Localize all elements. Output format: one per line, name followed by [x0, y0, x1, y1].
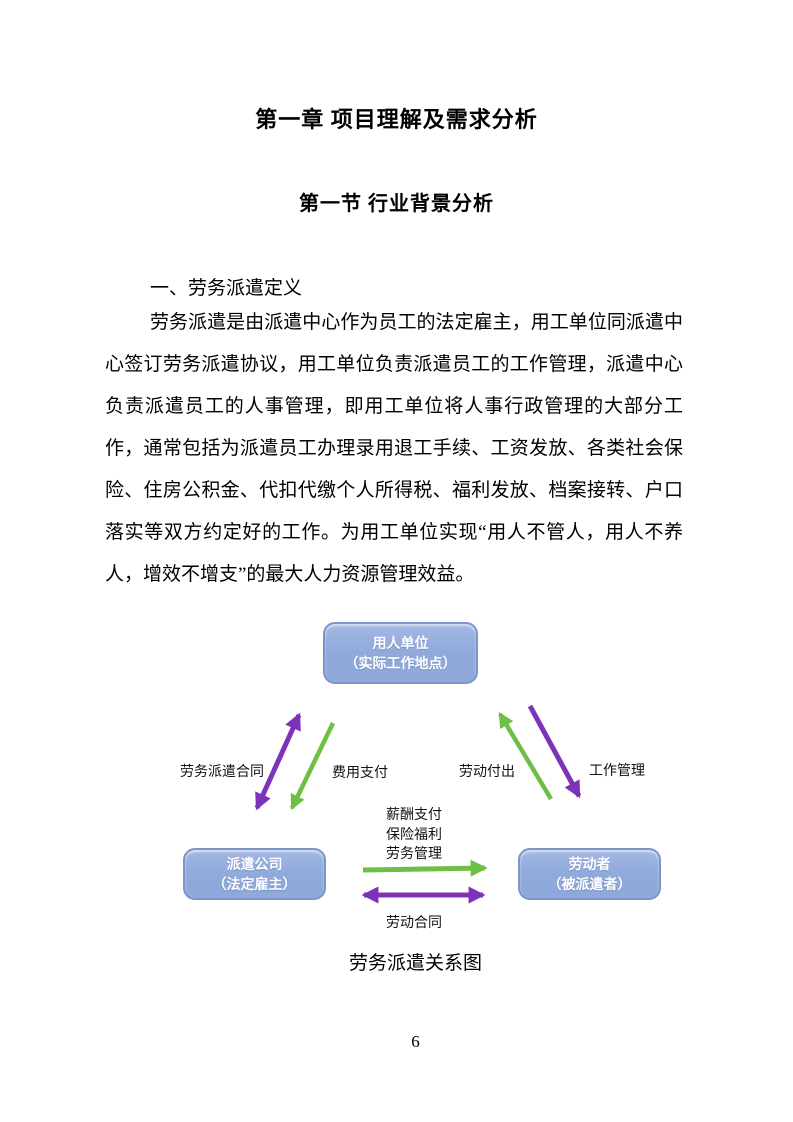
- labor-contract-label: 劳动合同: [386, 914, 442, 930]
- node-employer-name: 用人单位: [372, 635, 429, 651]
- salary-insurance-management-arrow: [362, 859, 488, 877]
- dispatch-contract-arrow: [254, 712, 302, 811]
- work-management-label: 工作管理: [589, 762, 645, 778]
- salary-payment-label: 薪酬支付: [386, 806, 442, 822]
- node-worker-subtitle: （被派遣者）: [547, 876, 632, 892]
- node-dispatch-company: 派遣公司 （法定雇主）: [183, 848, 326, 900]
- labor-output-label: 劳动付出: [459, 763, 515, 779]
- node-dispatch-company-subtitle: （法定雇主）: [212, 876, 297, 892]
- node-worker-name: 劳动者: [568, 856, 611, 872]
- insurance-welfare-label: 保险福利: [386, 825, 442, 842]
- labor-management-label: 劳务管理: [386, 845, 442, 861]
- labor-dispatch-diagram: 用人单位 （实际工作地点） 派遣公司 （法定雇主） 劳动者 （被派遣者） 劳务派…: [0, 615, 793, 950]
- page-number: 6: [411, 1032, 420, 1051]
- chapter-title: 第一章 项目理解及需求分析: [255, 107, 538, 132]
- diagram-caption: 劳务派遣关系图: [348, 953, 482, 974]
- section-title: 第一节 行业背景分析: [299, 193, 494, 215]
- body-paragraph: 劳务派遣是由派遣中心作为员工的法定雇主，用工单位同派遣中心签订劳务派遣协议，用工…: [105, 312, 683, 585]
- labor-output-arrow: [498, 712, 553, 801]
- middle-arrow-labels: 薪酬支付 保险福利 劳务管理: [386, 805, 442, 864]
- work-management-arrow: [527, 704, 582, 799]
- fee-payment-arrow: [289, 722, 336, 811]
- fee-payment-label: 费用支付: [332, 764, 388, 780]
- diagram-arrows: [254, 704, 582, 904]
- node-dispatch-company-name: 派遣公司: [226, 856, 283, 872]
- dispatch-contract-label: 劳务派遣合同: [180, 763, 264, 779]
- node-worker: 劳动者 （被派遣者）: [518, 848, 661, 900]
- node-employer-subtitle: （实际工作地点）: [344, 655, 457, 671]
- subheading: 一、劳务派遣定义: [150, 278, 303, 299]
- node-employer: 用人单位 （实际工作地点）: [323, 622, 478, 684]
